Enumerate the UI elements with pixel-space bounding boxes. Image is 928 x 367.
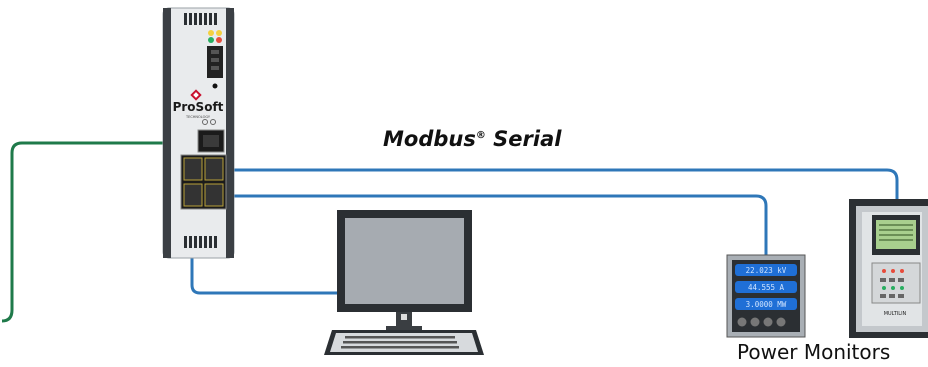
serial-cable-meter: [218, 194, 768, 255]
serial-cable-relay: [218, 168, 899, 199]
status-led: [208, 30, 214, 36]
gateway-brand-sub: TECHNOLOGY: [185, 115, 211, 119]
gateway-brand: ProSoft: [173, 100, 224, 114]
serial-port-block: [180, 154, 227, 210]
gateway-device: ProSoft TECHNOLOGY: [162, 7, 235, 259]
protection-relay: MULTILIN: [849, 199, 928, 338]
top-vent: [184, 13, 217, 25]
relay-brand: MULTILIN: [884, 311, 907, 317]
power-meter: 22.023 kV 44.555 A 3.0000 MW: [726, 254, 806, 338]
meter-reading: 44.555 A: [748, 283, 785, 292]
computer-icon: [324, 210, 484, 355]
serial-cable-pc: [190, 200, 343, 295]
meter-reading: 3.0000 MW: [746, 300, 787, 309]
devices-label: Power Monitors: [737, 340, 891, 364]
ethernet-cable: [1, 141, 207, 323]
meter-reading: 22.023 kV: [746, 266, 787, 275]
bottom-vent: [184, 236, 217, 248]
protocol-label: Modbus® Serial: [383, 127, 562, 151]
ethernet-port: [197, 129, 225, 153]
